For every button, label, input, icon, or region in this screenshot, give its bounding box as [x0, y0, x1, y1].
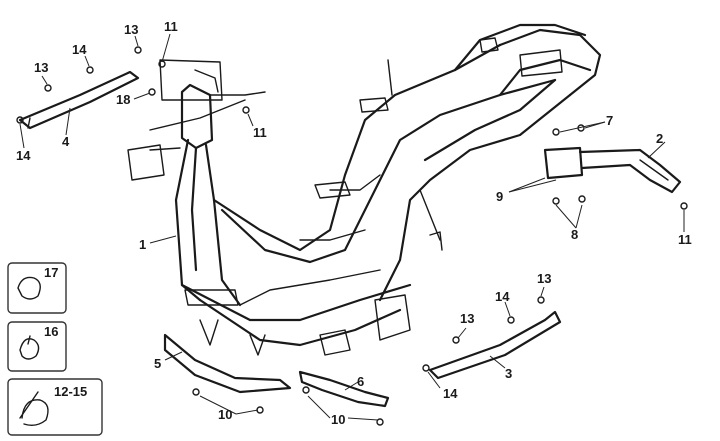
callout-13-lower: 13	[460, 311, 474, 326]
legend-box-17: 17	[7, 262, 67, 314]
callout-14-left: 14	[16, 148, 31, 163]
callout-6: 6	[357, 374, 364, 389]
callout-14-lower: 14	[443, 386, 458, 401]
callout-13-right: 13	[537, 271, 551, 286]
part-4-strip	[18, 70, 140, 130]
callout-14-top: 14	[72, 42, 87, 57]
callout-1: 1	[139, 237, 146, 252]
part-6-bracket	[298, 370, 390, 408]
callout-11-top: 11	[164, 19, 178, 34]
callout-10-left: 10	[218, 407, 232, 422]
callout-13-top: 13	[124, 22, 138, 37]
callout-11-mid: 11	[253, 125, 267, 140]
legend-label-12-15: 12-15	[54, 384, 87, 399]
callout-10-right: 10	[331, 412, 345, 427]
callout-18: 18	[116, 92, 130, 107]
legend-label-17: 17	[44, 265, 58, 280]
callout-14-right: 14	[495, 289, 510, 304]
leader-lines	[19, 33, 685, 421]
callout-11-right: 11	[678, 232, 692, 247]
callout-9: 9	[496, 189, 503, 204]
callout-3: 3	[505, 366, 512, 381]
legend-label-16: 16	[44, 324, 58, 339]
callout-labels: 1 2 3 4 5 6 7 8 9 10 10 11 11 11 13 13 1…	[16, 19, 692, 427]
main-frame	[127, 23, 602, 356]
callout-13-left: 13	[34, 60, 48, 75]
legend-box-12-15: 12-15	[7, 378, 103, 436]
callout-8: 8	[571, 227, 578, 242]
callout-2: 2	[656, 131, 663, 146]
legend-box-16: 16	[7, 321, 67, 372]
part-3-strip	[428, 310, 562, 380]
callout-7: 7	[606, 113, 613, 128]
callout-5: 5	[154, 356, 161, 371]
part-5-bracket	[163, 333, 292, 394]
part-2-rear-bracket	[543, 146, 682, 194]
callout-4: 4	[62, 134, 70, 149]
